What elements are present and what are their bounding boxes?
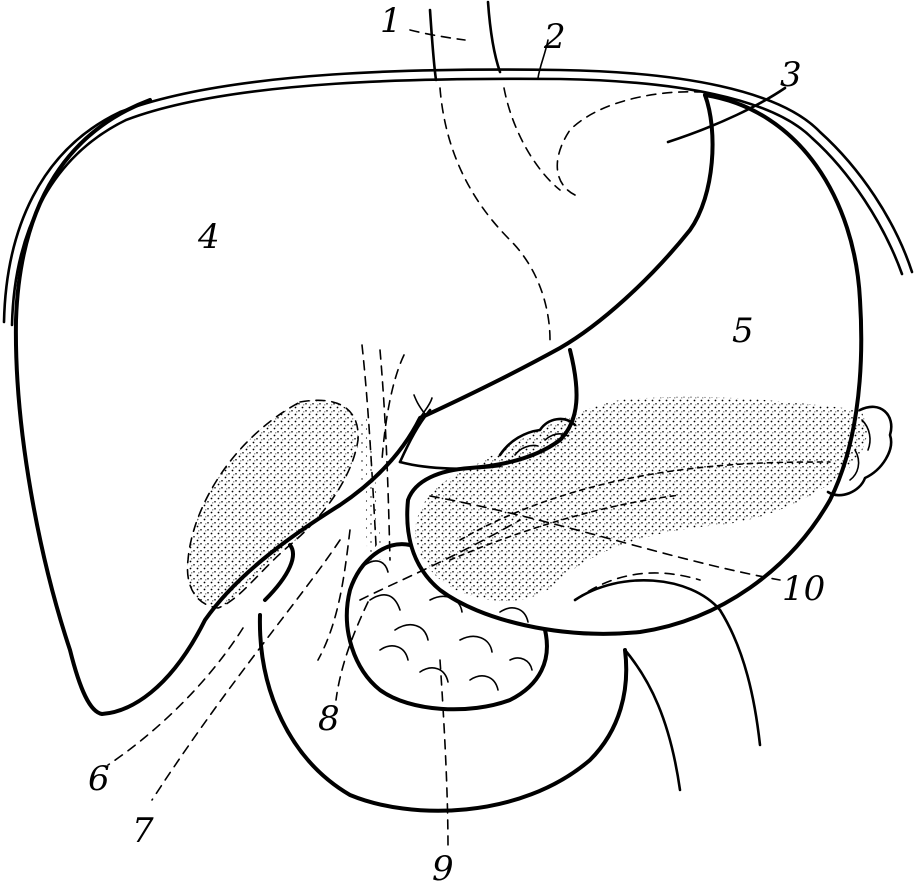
- pancreas-tail-lobules: [826, 405, 893, 497]
- bile-duct: [317, 344, 521, 661]
- liver-hilum-line: [398, 408, 432, 464]
- label-9: 9: [432, 849, 454, 888]
- hilum-branch-2: [413, 394, 426, 415]
- label-7: 7: [132, 811, 154, 851]
- label-5: 5: [732, 311, 754, 351]
- label-4: 4: [197, 217, 220, 257]
- labels: 1 2 3 4 5 6 7 8 9 10: [88, 1, 825, 888]
- pancreatic-head: [344, 542, 549, 712]
- duodenum: [257, 543, 762, 813]
- label-2: 2: [543, 17, 566, 57]
- spleen-dashed: [556, 90, 701, 196]
- pancreas: [415, 396, 867, 601]
- label-3: 3: [780, 55, 802, 95]
- esophagus: [428, 0, 561, 341]
- label-6: 6: [88, 759, 110, 799]
- label-1: 1: [380, 1, 402, 41]
- label-8: 8: [318, 699, 340, 739]
- hilum-branch: [419, 397, 433, 419]
- leader-lines: [107, 29, 787, 849]
- pancreas-body-lobules: [498, 417, 577, 457]
- gallbladder: [186, 399, 359, 609]
- diaphragm: [2, 68, 914, 327]
- label-10: 10: [782, 569, 825, 609]
